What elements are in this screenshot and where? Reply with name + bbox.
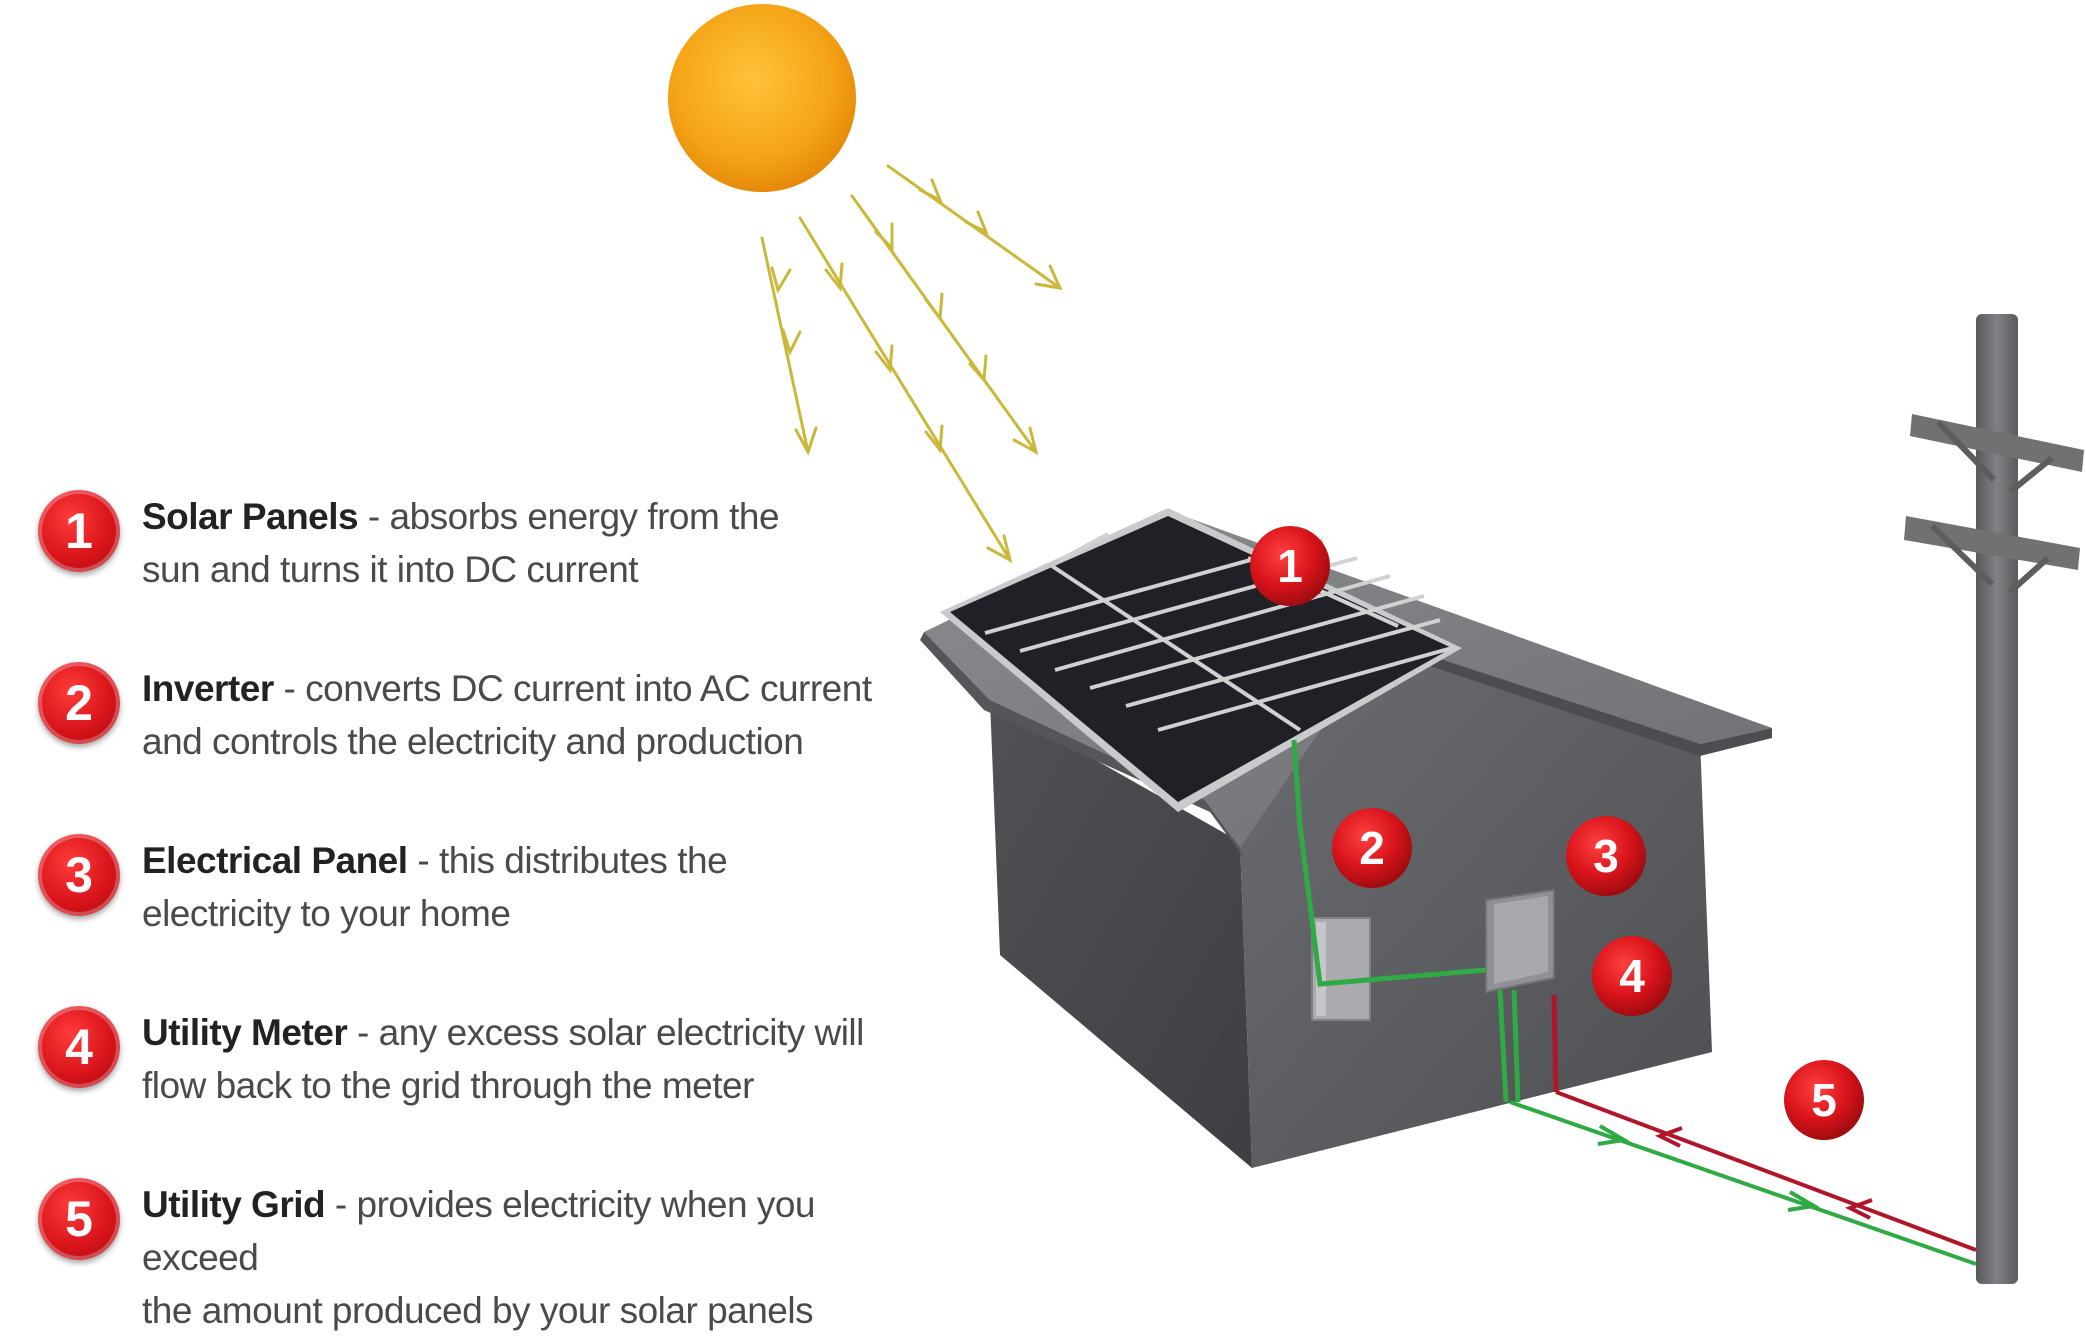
legend-badge: 5 (38, 1178, 120, 1260)
house-front-wall (1240, 635, 1712, 1168)
inverter-box (1311, 917, 1371, 1021)
svg-text:3: 3 (1593, 830, 1619, 882)
legend-separator: - (407, 840, 439, 881)
sun-rays (760, 164, 1063, 563)
legend-description-line1: any excess solar electricity will (378, 1012, 865, 1053)
svg-text:5: 5 (1811, 1074, 1837, 1126)
legend-item-utility-meter: 4 Utility Meter - any excess solar elect… (38, 1006, 898, 1136)
legend-item-solar-panels: 1 Solar Panels - absorbs energy from the… (38, 490, 898, 620)
legend-description-line2: the amount produced by your solar panels (142, 1290, 814, 1331)
house (920, 508, 1772, 1168)
utility-pole (1904, 314, 2084, 1284)
legend-item-inverter: 2 Inverter - converts DC current into AC… (38, 662, 898, 792)
legend-badge: 4 (38, 1006, 120, 1088)
legend-description-line2: and controls the electricity and product… (142, 721, 804, 762)
sun-ray (798, 216, 1013, 563)
roof-ridge-edge (1382, 640, 1772, 756)
grid-wire-green (1509, 1100, 1977, 1266)
legend-separator: - (347, 1012, 379, 1053)
legend-item-utility-grid: 5 Utility Grid - provides electricity wh… (38, 1178, 898, 1331)
legend-text: Inverter - converts DC current into AC c… (142, 662, 872, 768)
roof-edge (920, 632, 1244, 858)
svg-text:4: 4 (1619, 950, 1645, 1002)
legend-description-line1: absorbs energy from the (389, 496, 780, 537)
legend-item-electrical-panel: 3 Electrical Panel - this distributes th… (38, 834, 898, 964)
solar-system-diagram: 1 2 3 4 5 (668, 4, 2084, 1284)
legend-description-line1: this distributes the (438, 840, 728, 881)
solar-panel-array (940, 508, 1462, 812)
house-wiring-red (1551, 994, 1559, 1093)
legend-separator: - (358, 496, 390, 537)
callout-2: 2 (1332, 808, 1412, 888)
house-side-wall (990, 700, 1252, 1168)
legend-badge: 3 (38, 834, 120, 916)
legend-text: Utility Grid - provides electricity when… (142, 1178, 898, 1337)
legend-description-line2: sun and turns it into DC current (142, 549, 639, 590)
sun-ray (760, 236, 818, 456)
house-wiring-green (1291, 739, 1521, 1103)
legend-text: Utility Meter - any excess solar electri… (142, 1006, 864, 1112)
legend-description-line2: electricity to your home (142, 893, 511, 934)
callout-3: 3 (1566, 816, 1646, 896)
svg-text:2: 2 (1359, 822, 1385, 874)
legend-title: Electrical Panel (142, 840, 408, 881)
callout-1: 1 (1250, 526, 1330, 606)
svg-text:1: 1 (1277, 540, 1303, 592)
legend-title: Inverter (142, 668, 274, 709)
legend-description-line1: converts DC current into AC current (305, 668, 872, 709)
sun (668, 4, 856, 192)
legend-separator: - (325, 1184, 357, 1225)
callout-5: 5 (1784, 1060, 1864, 1140)
callout-4: 4 (1592, 936, 1672, 1016)
legend-text: Solar Panels - absorbs energy from the s… (142, 490, 780, 596)
legend-badge: 2 (38, 662, 120, 744)
legend-text: Electrical Panel - this distributes the … (142, 834, 728, 940)
electrical-panel-box (1485, 888, 1555, 994)
legend-description-line1: provides electricity when you exceed (142, 1184, 816, 1278)
legend-badge: 1 (38, 490, 120, 572)
legend-title: Utility Grid (142, 1184, 326, 1225)
legend-title: Solar Panels (142, 496, 359, 537)
legend-description-line2: flow back to the grid through the meter (142, 1065, 754, 1106)
legend-title: Utility Meter (142, 1012, 348, 1053)
sun-ray (886, 164, 1063, 290)
sun-ray (850, 194, 1039, 455)
grid-wire-red (1555, 1090, 1977, 1252)
legend-separator: - (273, 668, 306, 709)
